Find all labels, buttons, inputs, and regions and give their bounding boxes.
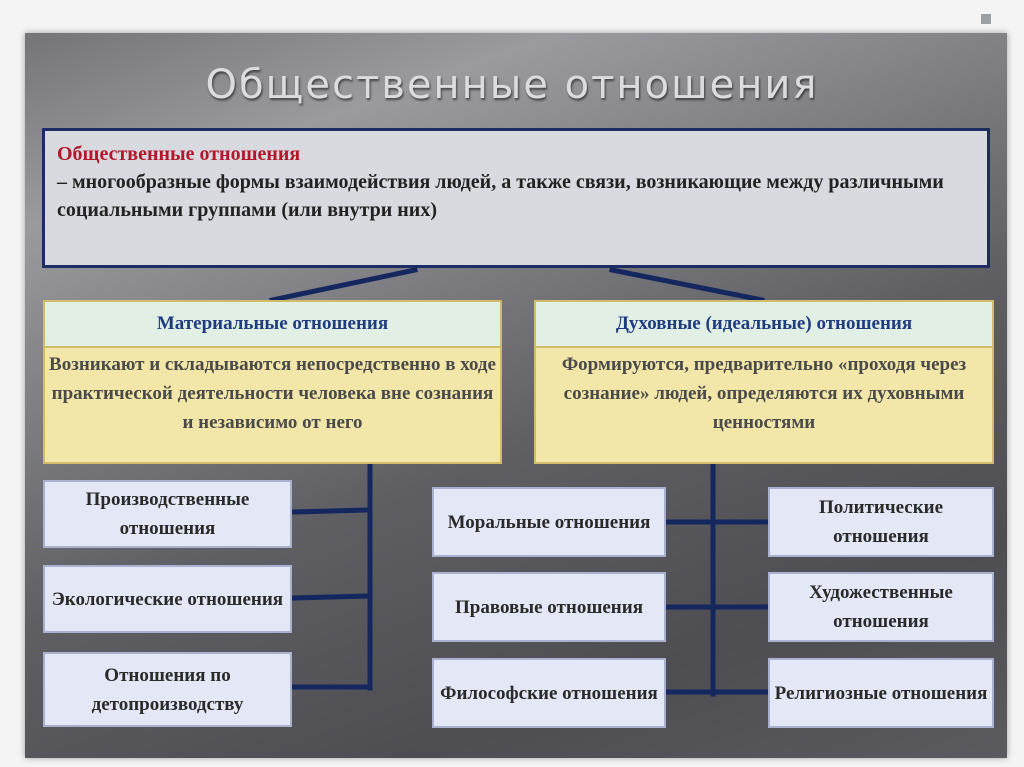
artistic-relations-box: Художественные отношения bbox=[768, 572, 994, 642]
ecological-relations-box: Экологические отношения bbox=[43, 565, 292, 633]
moral-relations-box: Моральные отношения bbox=[432, 487, 666, 557]
legal-relations-label: Правовые отношения bbox=[455, 596, 643, 618]
philosophical-relations-label: Философские отношения bbox=[440, 682, 658, 704]
ecological-relations-label: Экологические отношения bbox=[51, 588, 284, 610]
connector-material-item-2 bbox=[289, 593, 373, 601]
artistic-relations-label: Художественные отношения bbox=[809, 582, 953, 632]
corner-mark bbox=[981, 14, 991, 24]
philosophical-relations-box: Философские отношения bbox=[432, 658, 666, 728]
definition-text: – многообразные формы взаимодействия люд… bbox=[57, 171, 944, 221]
reproduction-relations-label: Отношения по детопроизводству bbox=[91, 664, 244, 715]
spiritual-relations-heading: Духовные (идеальные) отношения bbox=[534, 300, 994, 348]
spiritual-relations-description: Формируются, предварительно «проходя чер… bbox=[534, 346, 994, 464]
religious-relations-label: Религиозные отношения bbox=[774, 682, 988, 704]
production-relations-box: Производственные отношения bbox=[43, 480, 292, 548]
connector-definition-spiritual bbox=[609, 267, 765, 303]
material-relations-description: Возникают и складываются непосредственно… bbox=[43, 346, 502, 464]
production-relations-label: Производственные отношения bbox=[85, 489, 250, 539]
definition-box: Общественные отношения – многообразные ф… bbox=[42, 128, 990, 268]
legal-relations-box: Правовые отношения bbox=[432, 572, 666, 642]
connector-definition-material bbox=[269, 267, 418, 303]
page-title: Общественные отношения bbox=[205, 62, 819, 108]
reproduction-relations-box: Отношения по детопроизводству bbox=[43, 652, 292, 727]
connector-material-item-1 bbox=[289, 507, 373, 515]
moral-relations-label: Моральные отношения bbox=[447, 511, 651, 533]
political-relations-box: Политические отношения bbox=[768, 487, 994, 557]
political-relations-label: Политические отношения bbox=[818, 497, 944, 547]
definition-term: Общественные отношения bbox=[57, 143, 301, 165]
material-relations-heading: Материальные отношения bbox=[43, 300, 502, 348]
religious-relations-box: Религиозные отношения bbox=[768, 658, 994, 728]
